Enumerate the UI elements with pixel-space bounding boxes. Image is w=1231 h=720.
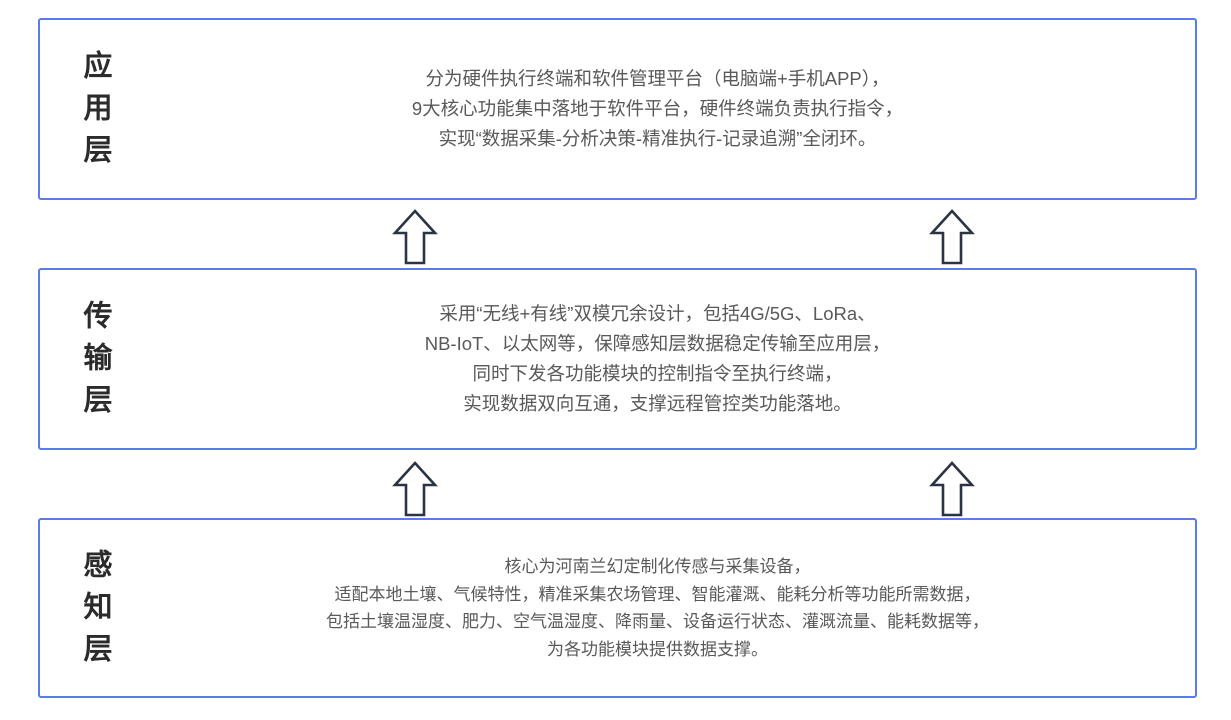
arrow-up-icon	[929, 208, 975, 266]
arrow-up-icon	[929, 460, 975, 518]
layer-label-transport: 传 输 层	[83, 300, 113, 416]
layer-description-application: 分为硬件执行终端和软件管理平台（电脑端+手机APP）， 9大核心功能集中落地于软…	[411, 68, 904, 149]
layer-box-perception: 感 知 层 核心为河南兰幻定制化传感与采集设备， 适配本地土壤、气候特性，精准采…	[38, 518, 1197, 698]
layer-label-application: 应 用 层	[83, 50, 113, 166]
layer-label-perception: 感 知 层	[83, 549, 113, 665]
arrow-up-icon	[392, 460, 438, 518]
layer-box-transport: 传 输 层 采用“无线+有线”双模冗余设计，包括4G/5G、LoRa、 NB-I…	[38, 268, 1197, 450]
layer-description-perception: 核心为河南兰幻定制化传感与采集设备， 适配本地土壤、气候特性，精准采集农场管理、…	[326, 556, 989, 659]
layer-description-transport: 采用“无线+有线”双模冗余设计，包括4G/5G、LoRa、 NB-IoT、以太网…	[424, 303, 891, 414]
layer-box-application: 应 用 层 分为硬件执行终端和软件管理平台（电脑端+手机APP）， 9大核心功能…	[38, 18, 1197, 200]
arrow-up-icon	[392, 208, 438, 266]
